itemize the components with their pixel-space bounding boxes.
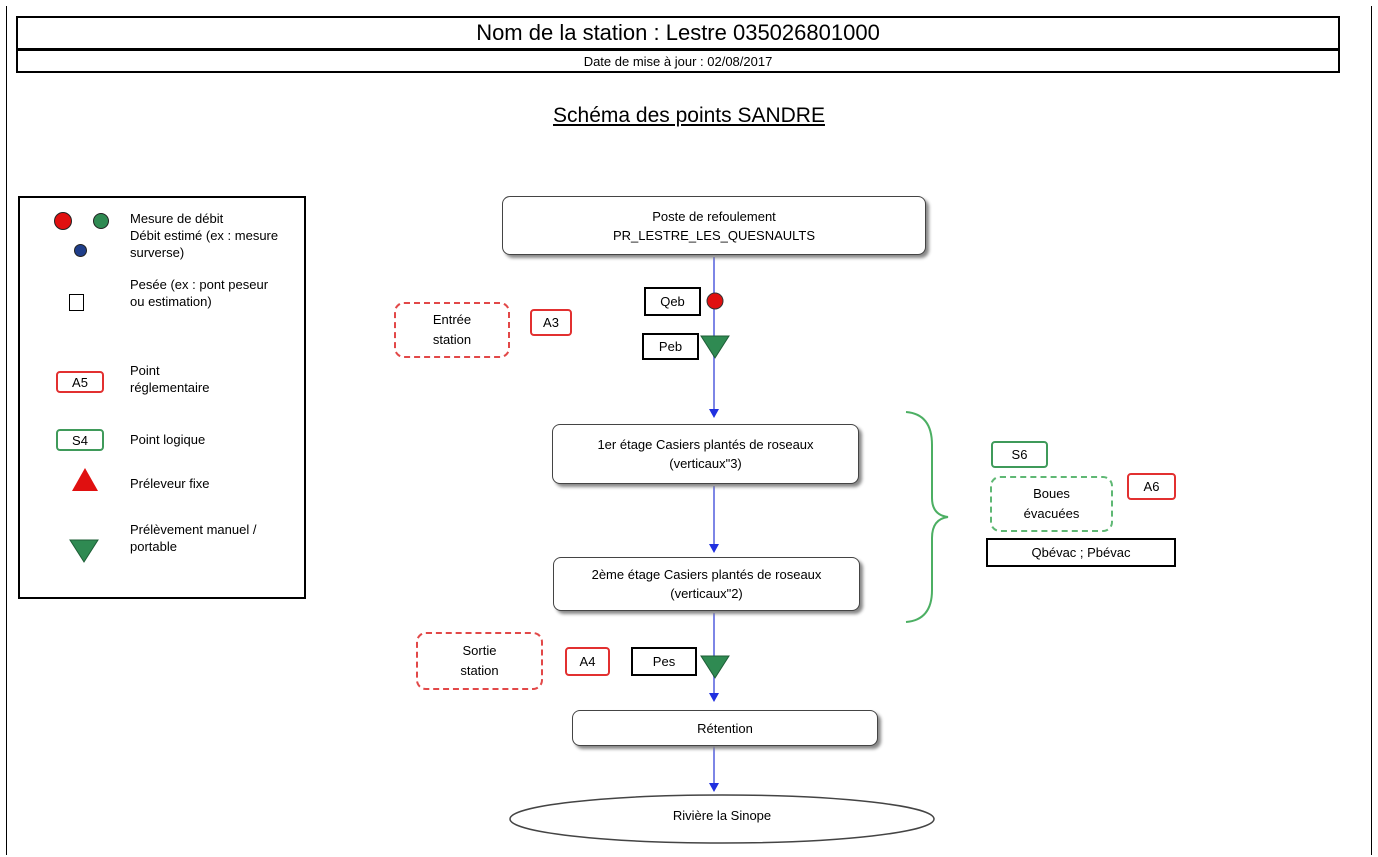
sludge-label: Boues évacuées	[990, 476, 1113, 532]
green-triangle-down-icon	[700, 335, 730, 359]
red-circle-icon	[54, 212, 72, 230]
legend-flow-measure: Mesure de débit	[130, 211, 224, 226]
entry-station-label: Entrée station	[394, 302, 510, 358]
green-triangle-down-icon	[700, 655, 730, 679]
legend-flow-estimated: Débit estimé (ex : mesure surverse)	[130, 228, 279, 260]
pump-station-node: Poste de refoulement PR_LESTRE_LES_QUESN…	[502, 196, 926, 255]
diagram-title: Schéma des points SANDRE	[553, 104, 825, 127]
exit-station-label: Sortie station	[416, 632, 543, 690]
legend-box: Mesure de débit Débit estimé (ex : mesur…	[18, 196, 306, 599]
a3-tag: A3	[530, 309, 572, 336]
retention-node: Rétention	[572, 710, 878, 746]
green-circle-icon	[93, 213, 109, 229]
s6-tag: S6	[991, 441, 1048, 468]
page-frame	[6, 6, 1372, 855]
legend-logical-label: Point logique	[130, 432, 206, 447]
river-node: Rivière la Sinope	[672, 808, 772, 823]
legend-logical-tag: S4	[56, 429, 104, 451]
square-icon	[69, 294, 84, 311]
blue-circle-icon	[74, 244, 87, 257]
pes-tag: Pes	[631, 647, 697, 676]
legend-fixed-sampler: Préleveur fixe	[130, 476, 210, 491]
legend-regulatory-tag: A5	[56, 371, 104, 393]
stage1-node: 1er étage Casiers plantés de roseaux (ve…	[552, 424, 859, 484]
update-date: Date de mise à jour : 02/08/2017	[16, 49, 1340, 73]
treatment-brace	[905, 411, 949, 623]
a6-tag: A6	[1127, 473, 1176, 500]
legend-manual-sampling: Prélèvement manuel / portable	[130, 522, 257, 554]
peb-tag: Peb	[642, 333, 699, 360]
legend-regulatory-label: Point réglementaire	[130, 363, 210, 395]
sludge-measurements-tag: Qbévac ; Pbévac	[986, 538, 1176, 567]
qeb-tag: Qeb	[644, 287, 701, 316]
stage2-node: 2ème étage Casiers plantés de roseaux (v…	[553, 557, 860, 611]
legend-weighing: Pesée (ex : pont peseur ou estimation)	[130, 277, 269, 309]
a4-tag: A4	[565, 647, 610, 676]
red-circle-icon	[706, 292, 724, 310]
